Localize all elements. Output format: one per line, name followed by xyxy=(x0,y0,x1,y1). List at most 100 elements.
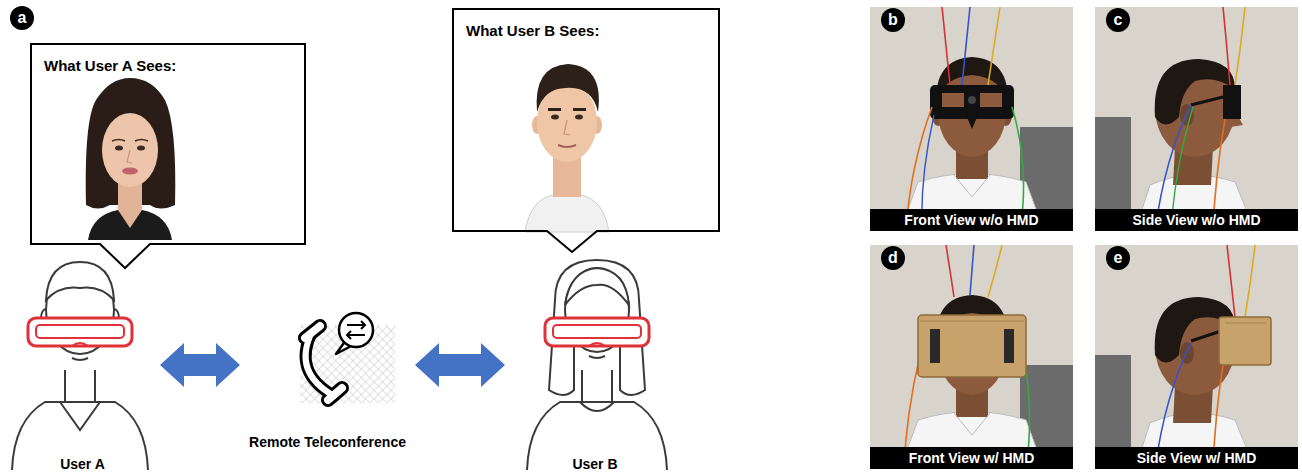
man-face-portrait xyxy=(551,115,559,120)
woman-face-portrait xyxy=(135,140,148,142)
phone-icon xyxy=(306,332,334,396)
photo-side-without-hmd xyxy=(1155,7,1245,231)
photo-caption: Front View w/ HMD xyxy=(870,447,1073,469)
photo-caption: Front View w/o HMD xyxy=(870,209,1073,231)
man-face-portrait xyxy=(573,108,586,111)
phone-icon xyxy=(300,325,395,403)
speech-bubble-outline xyxy=(452,8,720,232)
user-b-figure xyxy=(582,370,612,402)
phone-icon xyxy=(305,326,342,400)
panel-letter: a xyxy=(10,6,34,30)
photo-caption: Side View w/o HMD xyxy=(1095,209,1298,231)
photo-panel: Front View w/ HMD xyxy=(870,245,1073,469)
text-group: Front View w/ HMD xyxy=(870,447,1073,469)
photo-front-without-hmd xyxy=(870,7,1073,231)
photo-front-with-hmd xyxy=(870,245,1073,469)
phone-icon xyxy=(328,388,342,400)
man-face-portrait xyxy=(525,195,609,232)
speech-bubble-outline xyxy=(453,9,719,252)
phone-icon xyxy=(347,331,365,339)
user-figure-box: User B xyxy=(505,268,685,472)
user-b-figure xyxy=(553,325,641,338)
user-a-figure xyxy=(28,318,132,346)
man-face-portrait xyxy=(548,108,561,111)
teleconference-box: Remote Teleconference xyxy=(240,320,415,450)
user-a-figure xyxy=(72,343,88,346)
phone-icon xyxy=(347,321,365,329)
photo-front-with-hmd xyxy=(904,245,1030,469)
man-face-portrait xyxy=(525,64,609,232)
photo-front-without-hmd xyxy=(906,7,1024,231)
woman-face-portrait xyxy=(88,210,172,240)
man-face-portrait xyxy=(537,64,599,112)
photo-panel: Front View w/o HMD xyxy=(870,7,1073,231)
panel-letter: d xyxy=(881,246,905,270)
speech-bubble-outline xyxy=(31,44,305,268)
text-group: Side View w/ HMD xyxy=(1095,447,1298,469)
teleconference-label: Remote Teleconference xyxy=(240,434,415,450)
user-b-figure xyxy=(565,268,629,305)
photo-side-with-hmd xyxy=(1155,245,1271,469)
text-group: User A xyxy=(5,456,160,472)
text-group: Remote Teleconference xyxy=(240,434,415,450)
user-a-figure xyxy=(46,262,114,300)
photo-side-with-hmd xyxy=(1095,245,1298,469)
user-b-figure xyxy=(589,356,605,358)
bubble-heading: What User A Sees: xyxy=(44,57,176,74)
phone-icon xyxy=(328,388,342,400)
woman-face-portrait xyxy=(112,140,125,142)
user-a-figure xyxy=(36,325,124,338)
phone-icon xyxy=(300,325,395,403)
panel-letter: b xyxy=(881,8,905,32)
man-face-portrait xyxy=(558,145,576,147)
text-group: What User B Sees: xyxy=(466,22,599,39)
woman-face-portrait xyxy=(102,113,158,187)
woman-face-portrait xyxy=(137,146,145,151)
user-a-figure xyxy=(60,402,100,430)
phone-icon xyxy=(339,313,373,347)
man-face-portrait xyxy=(564,120,570,135)
user-a-figure xyxy=(12,262,148,470)
phone-icon xyxy=(305,326,320,338)
panel-letter: c xyxy=(1106,8,1130,32)
photo-panel: Side View w/o HMD xyxy=(1095,7,1298,231)
photo-front-without-hmd xyxy=(870,7,1073,231)
woman-face-portrait xyxy=(122,168,138,175)
user-b-figure xyxy=(527,260,667,470)
woman-face-portrait xyxy=(115,146,123,151)
text-group: User B xyxy=(505,456,685,472)
user-b-figure xyxy=(589,343,605,346)
user-a-figure xyxy=(72,358,88,360)
woman-face-portrait xyxy=(86,78,176,240)
user-b-figure xyxy=(545,318,649,346)
phone-icon xyxy=(300,313,395,403)
double-block-arrow xyxy=(160,343,240,387)
woman-face-portrait xyxy=(118,210,142,228)
speech-bubble: What User B Sees: xyxy=(452,8,720,232)
user-label: User B xyxy=(505,456,685,472)
photo-side-with-hmd xyxy=(1095,245,1298,469)
text-group: Front View w/o HMD xyxy=(870,209,1073,231)
bubble-heading: What User B Sees: xyxy=(466,22,599,39)
phone-icon xyxy=(306,332,334,396)
photo-panel: Side View w/ HMD xyxy=(1095,245,1298,469)
photo-side-without-hmd xyxy=(1095,7,1298,231)
woman-face-portrait xyxy=(127,150,132,163)
phone-icon xyxy=(305,326,320,338)
woman-face-portrait xyxy=(100,96,160,140)
text-group: Side View w/o HMD xyxy=(1095,209,1298,231)
photo-side-without-hmd xyxy=(1095,7,1298,231)
man-face-portrait xyxy=(575,115,583,120)
double-block-arrow xyxy=(415,343,505,387)
user-figure-box: User A xyxy=(5,268,160,472)
photo-front-with-hmd xyxy=(870,245,1073,469)
photo-caption: Side View w/ HMD xyxy=(1095,447,1298,469)
text-group: What User A Sees: xyxy=(44,57,176,74)
phone-icon xyxy=(305,326,342,400)
user-b-figure xyxy=(580,402,614,411)
user-label: User A xyxy=(5,456,160,472)
user-a-figure xyxy=(65,370,95,402)
